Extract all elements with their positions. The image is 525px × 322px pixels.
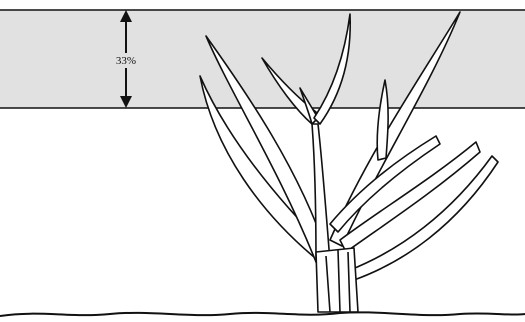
height-percent-label: 33% — [116, 55, 136, 67]
ground-line — [0, 312, 525, 316]
